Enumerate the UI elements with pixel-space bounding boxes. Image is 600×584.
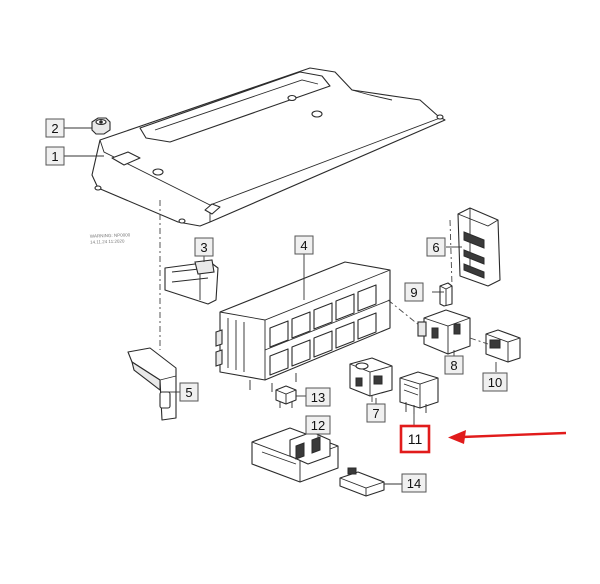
callout-6-label: 6 [432, 240, 439, 255]
connector-cover [457, 207, 501, 287]
stamp-line-2: 14.11.24 11:2020 [90, 238, 125, 244]
callout-10: 10 [482, 372, 508, 392]
callout-2: 2 [45, 118, 65, 138]
hex-nut [91, 117, 111, 135]
retaining-clip [164, 259, 219, 305]
callout-11-label: 11 [408, 431, 423, 447]
callout-14: 14 [401, 473, 427, 493]
stamp-line-1: WARNING: NP0000 [90, 232, 131, 238]
callout-4-label: 4 [300, 238, 307, 253]
callout-12-label: 12 [311, 418, 325, 433]
callout-3: 3 [194, 237, 214, 257]
leader-lines [64, 127, 497, 485]
callout-5-label: 5 [185, 385, 192, 400]
highlight-arrow [448, 430, 567, 444]
callout-7: 7 [366, 403, 386, 423]
plug-connector [485, 329, 521, 363]
callout-3-label: 3 [200, 240, 207, 255]
callout-10-label: 10 [488, 375, 502, 390]
relay-module [399, 371, 439, 414]
callout-7-label: 7 [372, 406, 379, 421]
callout-5: 5 [179, 382, 199, 402]
callout-13: 13 [305, 387, 331, 407]
callout-13-label: 13 [311, 390, 325, 405]
side-bracket [127, 347, 177, 421]
blade-fuse [339, 467, 385, 497]
callout-8-label: 8 [450, 358, 457, 373]
callout-9-label: 9 [410, 285, 417, 300]
callout-12: 12 [305, 415, 331, 435]
callout-11: 11 [399, 424, 431, 454]
callout-6: 6 [426, 237, 446, 257]
relay-socket [349, 357, 393, 397]
assembly-lines [159, 200, 489, 410]
fuse-holder [251, 427, 339, 483]
callout-9: 9 [404, 282, 424, 302]
mini-fuse [275, 385, 297, 408]
callout-2-label: 2 [51, 121, 58, 136]
relay-box-cells [269, 284, 377, 376]
callout-14-label: 14 [407, 476, 421, 491]
callout-1: 1 [45, 146, 65, 166]
connector-block [417, 309, 471, 355]
callout-4: 4 [294, 235, 314, 255]
callout-1-label: 1 [51, 149, 58, 164]
terminal-pin [439, 282, 453, 307]
mounting-bracket-plate [91, 67, 446, 227]
drawing-stamp: WARNING: NP0000 14.11.24 11:2020 [90, 232, 131, 244]
callout-8: 8 [444, 355, 464, 375]
relay-box-housing [215, 261, 391, 392]
